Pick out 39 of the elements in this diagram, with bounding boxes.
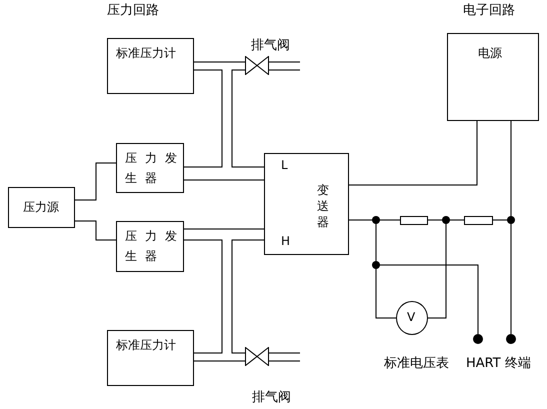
- caption-text: 排气阀: [252, 390, 291, 406]
- wire: [184, 228, 264, 230]
- gauge-box: [107, 38, 194, 94]
- valve-symbol: [245, 56, 269, 75]
- gauge-box: [107, 330, 194, 386]
- box-label: L: [281, 158, 288, 172]
- wire: [232, 240, 264, 354]
- section-label: 电子回路: [463, 3, 515, 19]
- resistor-symbol: [400, 216, 428, 225]
- caption-text: 标准电压表: [384, 356, 449, 372]
- section-label: 压力回路: [107, 3, 159, 19]
- box-label: 电源: [478, 46, 502, 60]
- wire: [194, 360, 246, 362]
- voltmeter-symbol: [396, 301, 428, 335]
- valve-symbol: [245, 347, 269, 366]
- wire: [184, 240, 222, 354]
- box-label: 标准压力计: [116, 46, 176, 60]
- box-label: 压力源: [23, 200, 59, 214]
- wire: [232, 70, 264, 168]
- resistor-symbol: [464, 216, 493, 225]
- caption-text: 排气阀: [251, 38, 290, 54]
- generator-box: [116, 221, 184, 272]
- wire: [348, 120, 478, 186]
- transmitter-box: [264, 153, 349, 255]
- wire: [74, 220, 116, 240]
- box-label: H: [281, 234, 290, 248]
- source-box: [8, 187, 75, 228]
- box-label: V: [407, 310, 416, 324]
- box-label: 变送器: [317, 182, 329, 230]
- box-label: 标准压力计: [116, 338, 176, 352]
- wire: [74, 162, 116, 200]
- box-label: 压力发生器: [125, 150, 186, 187]
- terminal-dot: [506, 334, 516, 344]
- generator-box: [116, 143, 184, 193]
- section-label: HART 终端: [466, 356, 531, 372]
- terminal-dot: [473, 334, 483, 344]
- box-label: 压力发生器: [125, 228, 186, 265]
- wire: [184, 70, 222, 168]
- power-supply-box: [447, 33, 539, 121]
